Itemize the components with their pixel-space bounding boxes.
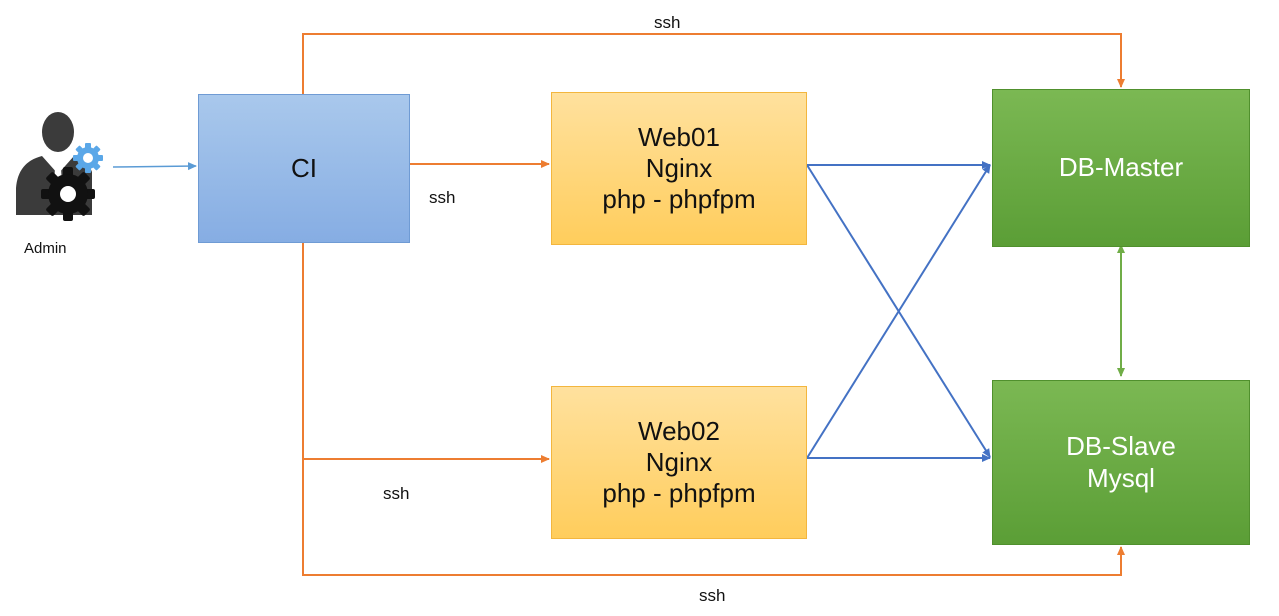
edge-ci-to-web02: [302, 243, 550, 463]
web01-node[interactable]: Web01 Nginx php - phpfpm: [551, 92, 807, 245]
web01-node-server: Nginx: [645, 152, 713, 183]
edge-web02-to-db-master: [806, 164, 991, 459]
edge-ci-to-db-slave: [302, 459, 1125, 576]
admin-user-gear-icon: [16, 112, 103, 221]
web01-node-title: Web01: [638, 121, 720, 152]
edge-label-ci-web02: ssh: [383, 484, 410, 503]
db-master-node-title: DB-Master: [1058, 152, 1184, 183]
edge-label-ci-web01: ssh: [429, 188, 456, 207]
edge-admin-to-ci: [112, 162, 197, 171]
db-slave-node[interactable]: DB-Slave Mysql: [992, 380, 1250, 545]
db-slave-node-title: DB-Slave: [1066, 431, 1176, 462]
web02-node[interactable]: Web02 Nginx php - phpfpm: [551, 386, 807, 539]
web02-node-runtime: php - phpfpm: [602, 478, 756, 509]
edge-label-ci-db-slave: ssh: [699, 586, 726, 605]
ci-node-label: CI: [291, 152, 317, 183]
web02-node-title: Web02: [638, 415, 720, 446]
edge-ci-to-db-master: [302, 33, 1125, 94]
ci-node[interactable]: CI: [198, 94, 410, 243]
web01-node-runtime: php - phpfpm: [602, 184, 756, 215]
db-master-node[interactable]: DB-Master: [992, 89, 1250, 247]
db-slave-node-engine: Mysql: [1087, 462, 1155, 493]
edge-label-ci-db-master: ssh: [654, 13, 681, 32]
admin-label: Admin: [24, 240, 67, 257]
web02-node-server: Nginx: [645, 446, 713, 477]
